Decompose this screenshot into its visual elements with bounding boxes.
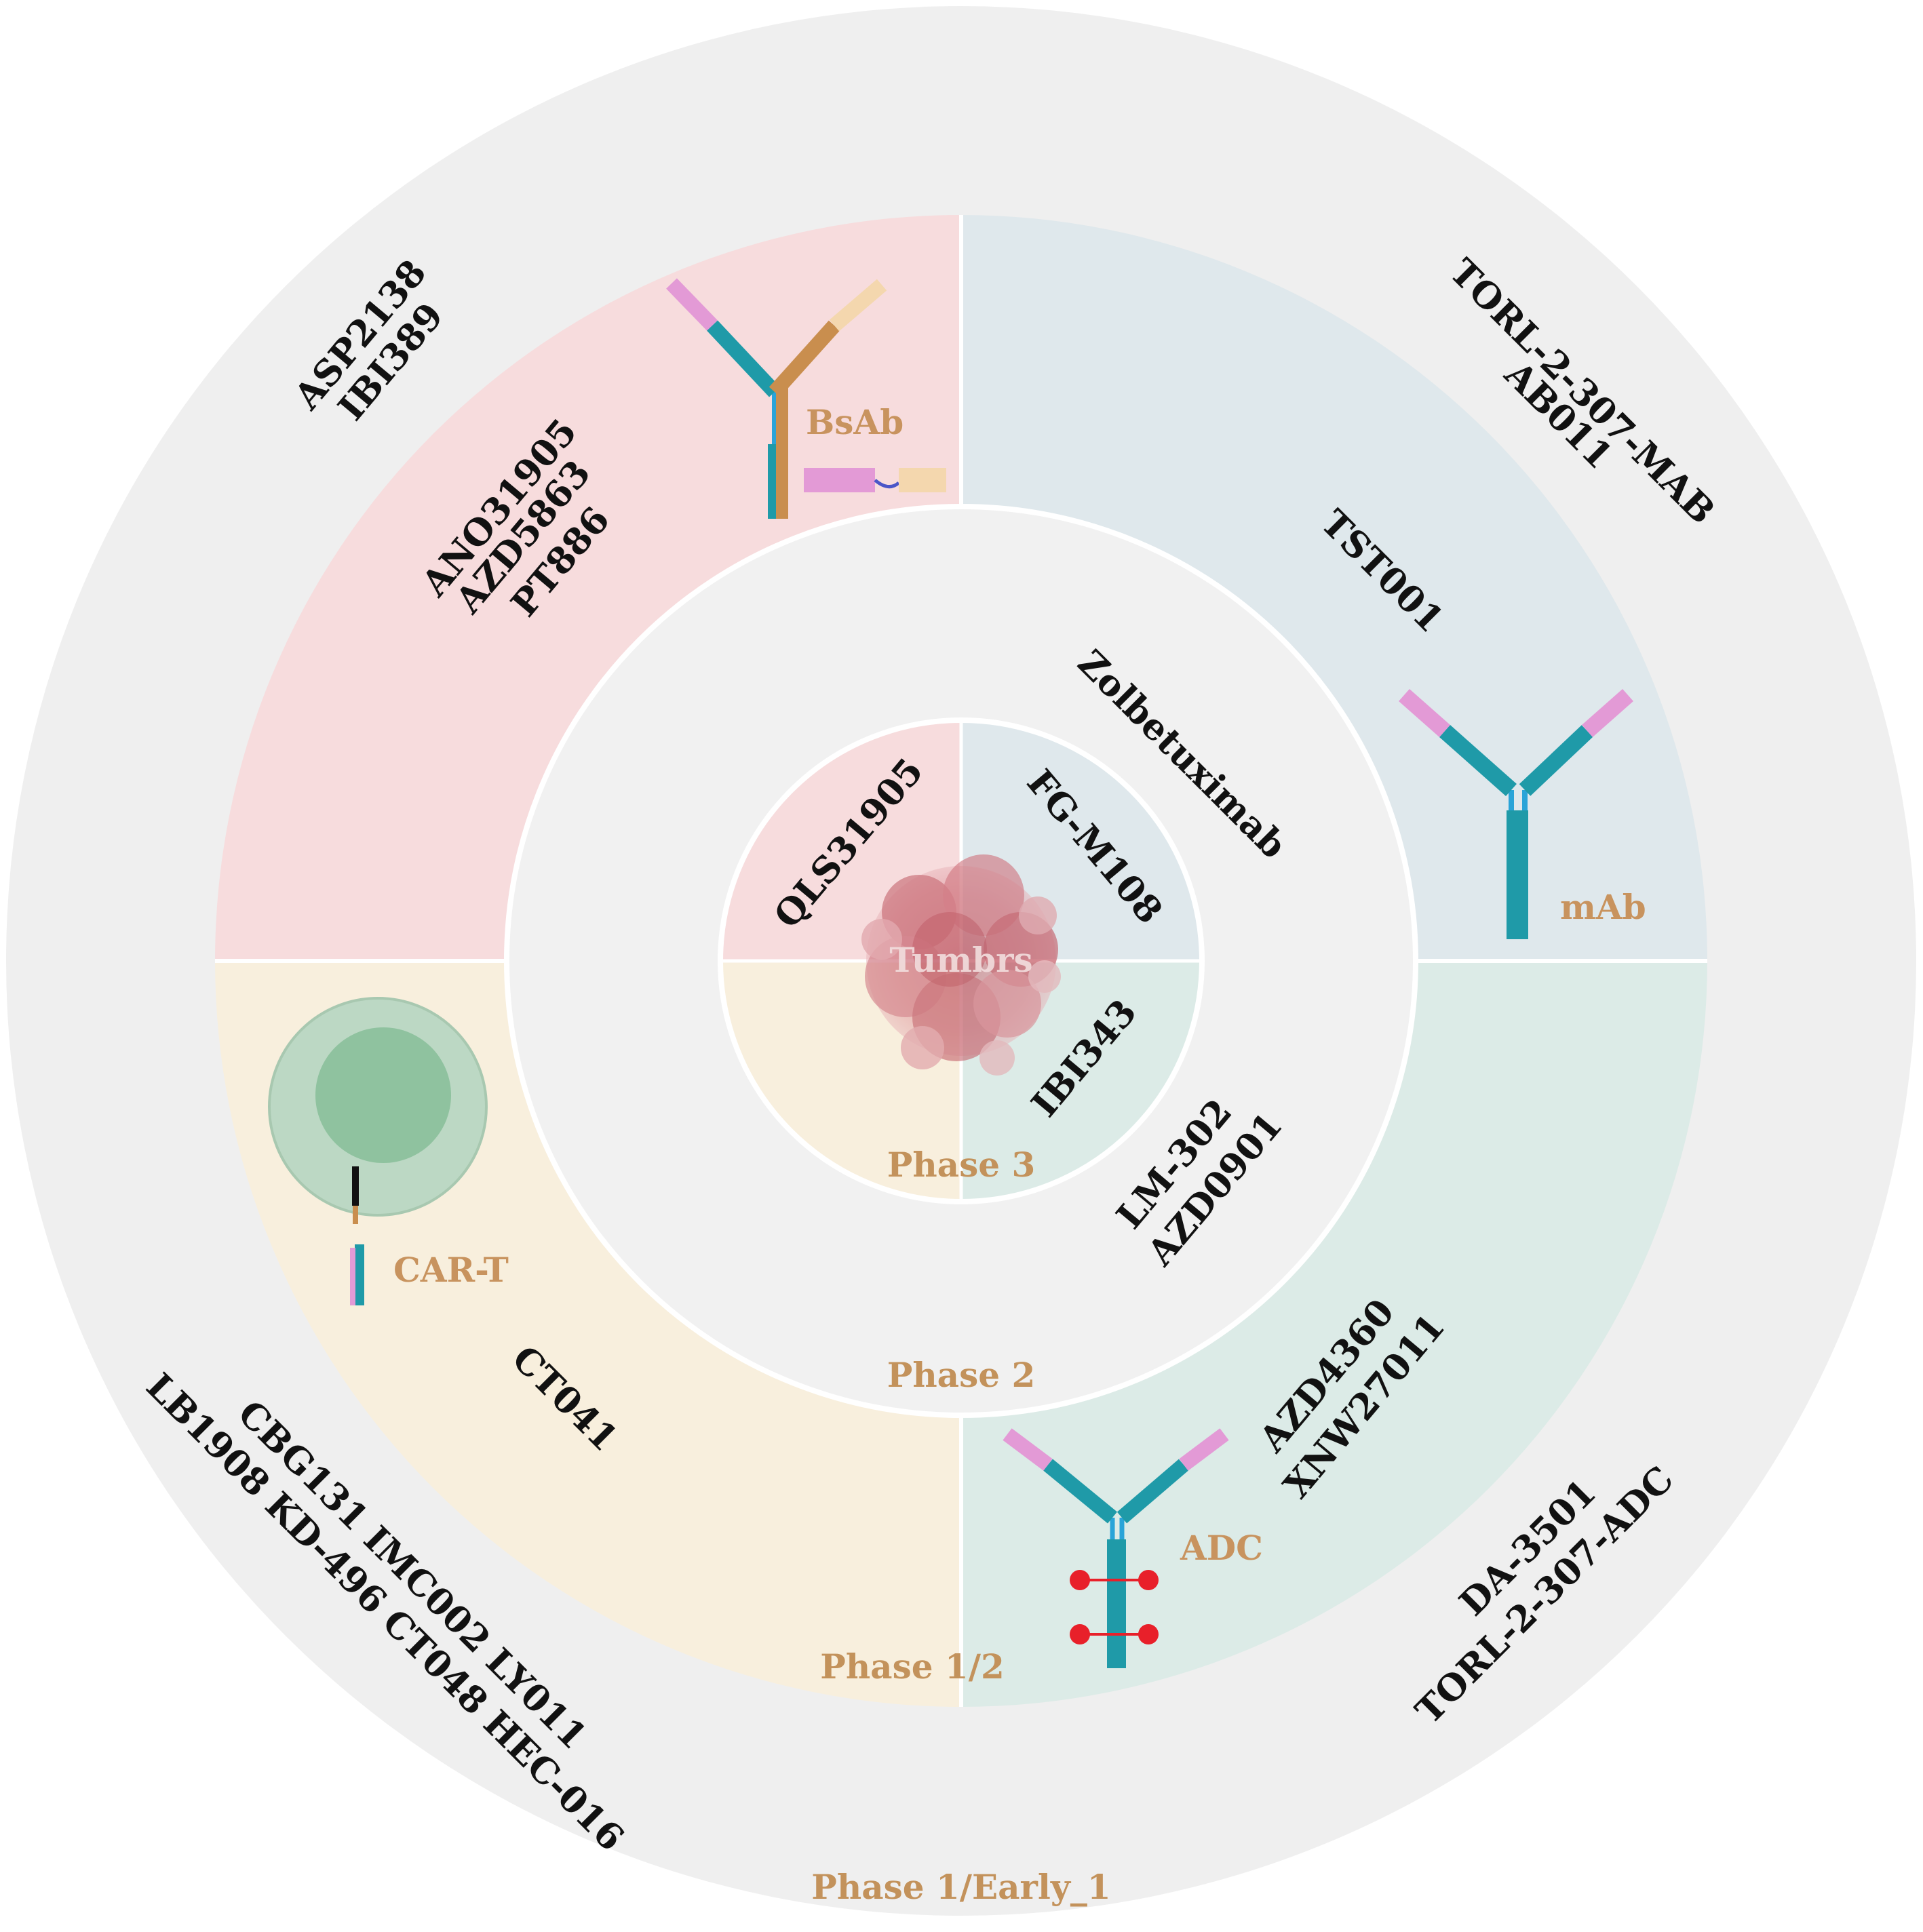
adc-label: ADC [1180,1528,1263,1568]
mab-icon [1399,689,1633,939]
tumor-illustration [861,854,1061,1076]
center-label: Tumbrs [889,940,1032,980]
mab-label: mAb [1560,887,1646,927]
phase12-label: Phase 1/2 [820,1647,1005,1687]
bsab-icon [666,278,946,519]
phase3-label: Phase 3 [887,1145,1036,1185]
cart-cell-icon [268,997,488,1305]
phase1-label: Phase 1/Early_1 [811,1867,1110,1907]
bsab-label: BsAb [806,402,904,442]
phase2-label: Phase 2 [887,1355,1036,1395]
cart-label: CAR-T [393,1250,509,1290]
adc-icon [1003,1428,1229,1668]
